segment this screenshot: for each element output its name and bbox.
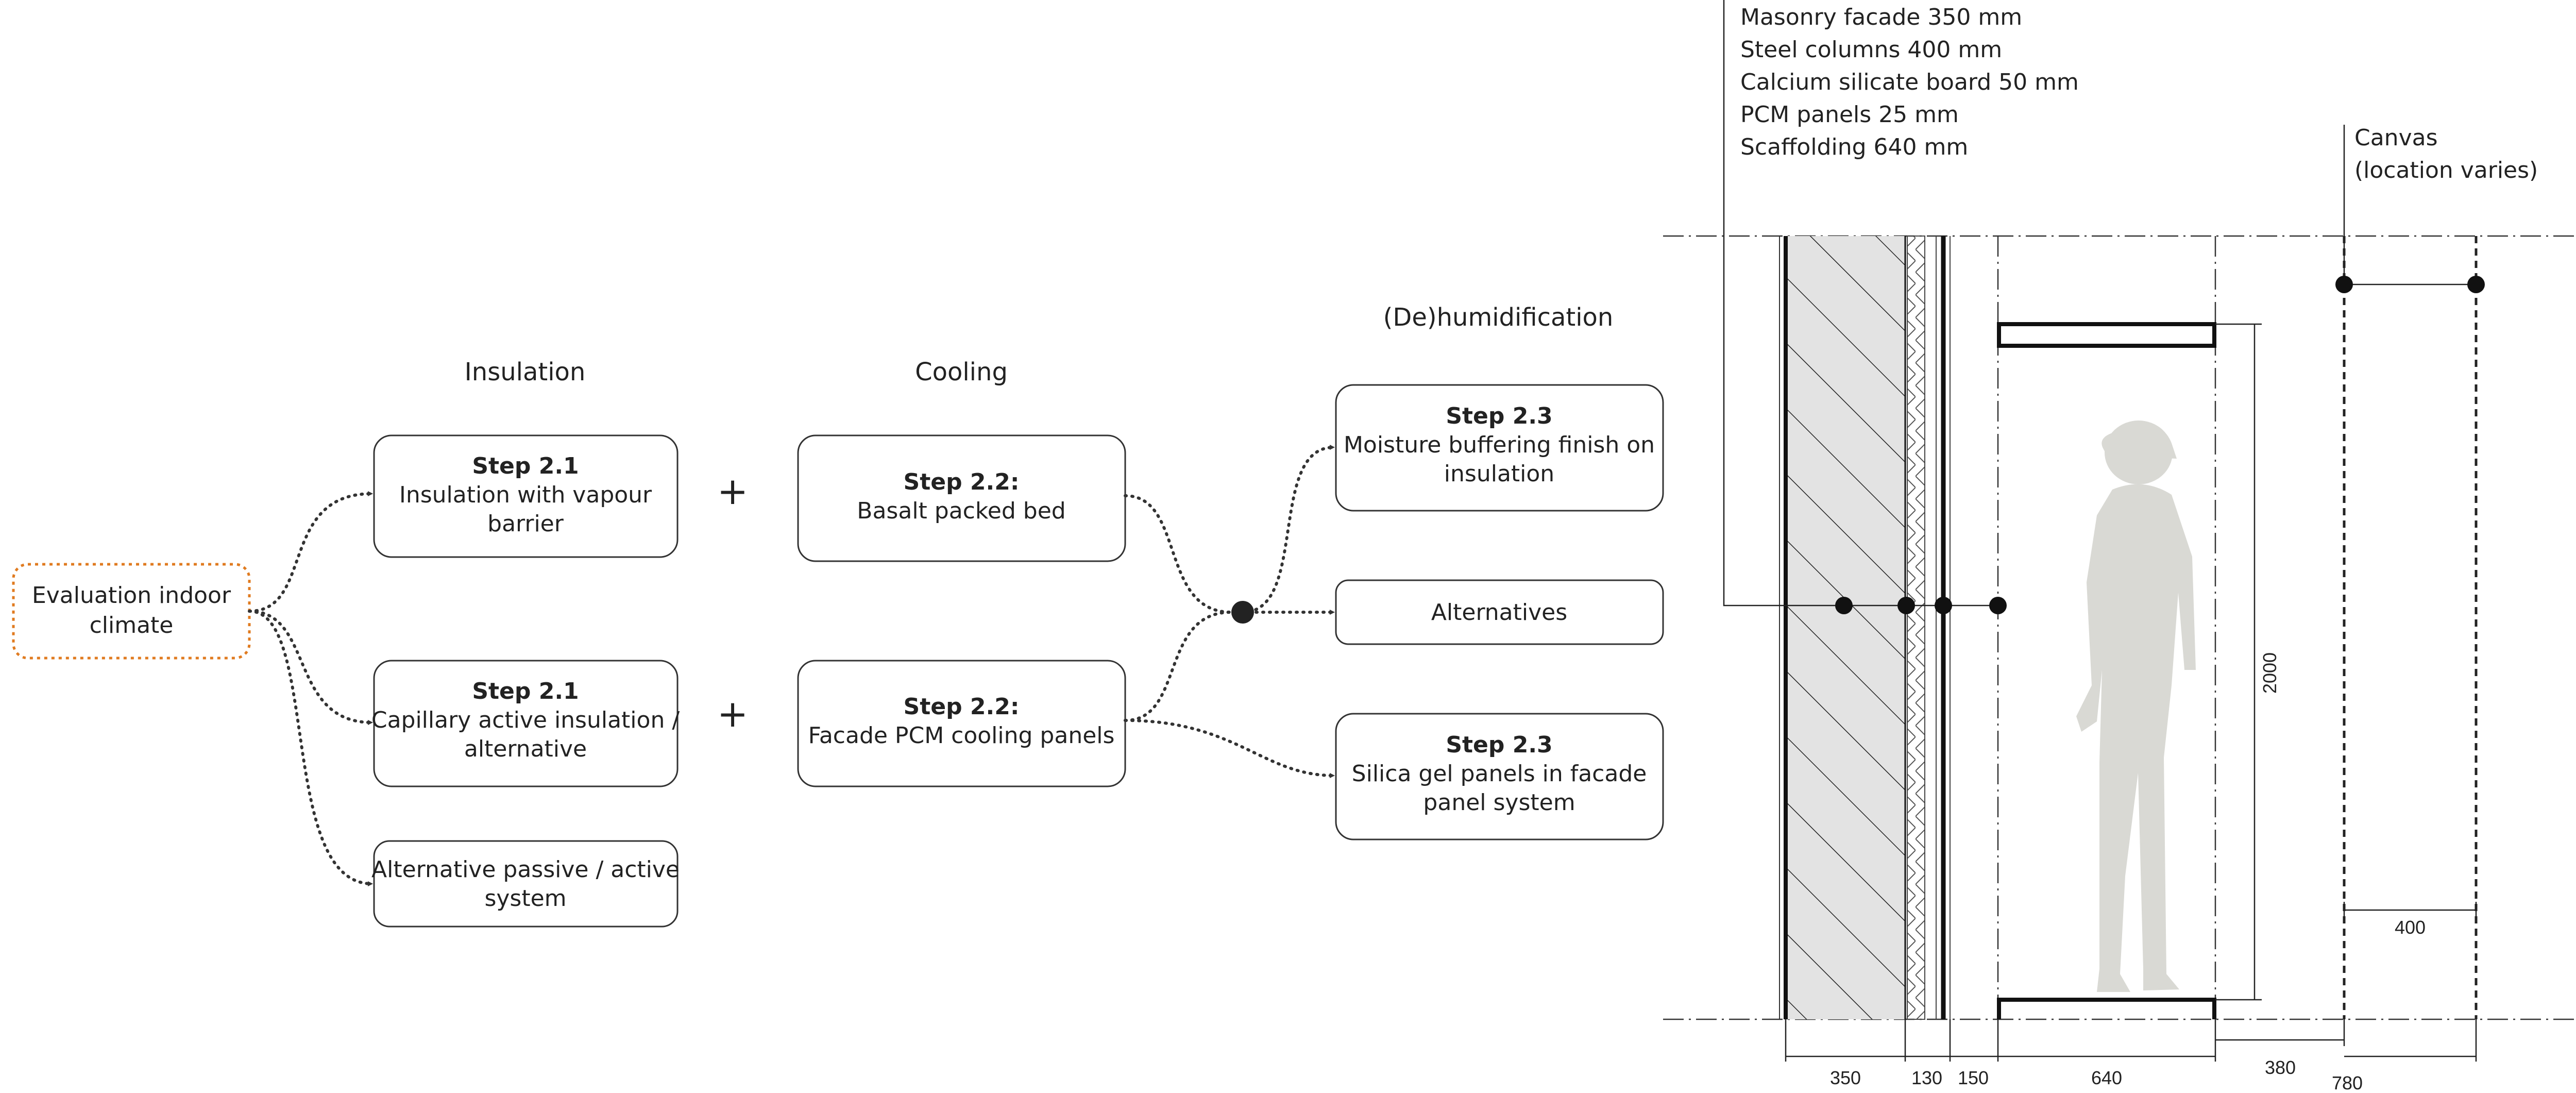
flow-diagram: Insulation Cooling (De)humidification Ev… (12, 303, 1664, 928)
box-step-2-1-capillary: Step 2.1 Capillary active insulation / a… (371, 660, 680, 787)
box-line2: system (484, 885, 566, 912)
box-line1: Alternatives (1431, 599, 1567, 626)
connector-cool1-to-hub (1124, 494, 1233, 614)
box-line2: insulation (1444, 461, 1554, 487)
box-step-2-2-basalt: Step 2.2: Basalt packed bed (797, 434, 1126, 562)
masonry-wall-hatch (1786, 236, 1905, 1019)
box-line1: Insulation with vapour (399, 482, 652, 508)
box-title: Step 2.1 (472, 453, 579, 479)
box-title: Step 2.1 (472, 678, 579, 704)
start-node-line2: climate (90, 612, 174, 638)
dim-label-2000: 2000 (2259, 652, 2280, 694)
dim-label-150: 150 (1958, 1067, 1989, 1088)
box-step-2-2-pcm: Step 2.2: Facade PCM cooling panels (797, 660, 1126, 787)
dim-label-350: 350 (1830, 1067, 1861, 1088)
legend-item: Scaffolding 640 mm (1740, 134, 1968, 160)
scaffold-board-top (1997, 322, 2216, 348)
start-node: Evaluation indoor climate (12, 563, 251, 660)
box-title: Step 2.2: (904, 469, 1020, 495)
dim-label-130: 130 (1911, 1067, 1942, 1088)
legend-item: Steel columns 400 mm (1740, 37, 2002, 63)
leader-dot (1989, 597, 2007, 614)
legend-item: PCM panels 25 mm (1740, 102, 1959, 128)
box-line2: barrier (487, 511, 564, 537)
leader-dot (1897, 597, 1915, 614)
start-node-line1: Evaluation indoor (32, 582, 231, 609)
box-line2: alternative (464, 736, 587, 762)
box-step-2-3-moisture: Step 2.3 Moisture buffering finish on in… (1335, 384, 1664, 512)
leader-dot (1935, 597, 1952, 614)
box-alternative-system: Alternative passive / active system (371, 840, 680, 928)
connector-start-to-ins2 (248, 610, 374, 725)
box-line1: Silica gel panels in facade (1352, 761, 1647, 787)
box-line1: Facade PCM cooling panels (808, 722, 1115, 749)
dim-label-640: 640 (2091, 1067, 2122, 1088)
merge-hub-node (1231, 601, 1254, 624)
material-legend: Masonry facade 350 mm Steel columns 400 … (1740, 4, 2079, 160)
box-step-2-3-silica: Step 2.3 Silica gel panels in facade pan… (1335, 713, 1664, 840)
box-title: Step 2.3 (1446, 403, 1552, 429)
box-title: Step 2.2: (904, 694, 1020, 720)
canvas-dot (2335, 276, 2353, 293)
plus-sign-top: + (717, 469, 748, 513)
box-title: Step 2.3 (1446, 732, 1552, 758)
heading-insulation: Insulation (465, 358, 586, 386)
connector-cool2-to-dh3 (1124, 719, 1335, 778)
box-line1: Moisture buffering finish on (1344, 432, 1655, 458)
legend-item: Calcium silicate board 50 mm (1740, 69, 2079, 95)
canvas-label-line2: (location varies) (2354, 157, 2538, 183)
dim-label-400: 400 (2395, 917, 2426, 938)
dim-label-380: 380 (2265, 1057, 2296, 1078)
box-alternatives: Alternatives (1335, 579, 1664, 645)
legend-item: Masonry facade 350 mm (1740, 4, 2022, 30)
connector-cool2-to-hub (1124, 611, 1233, 722)
scaffold-board-bottom (1997, 998, 2216, 1019)
heading-cooling: Cooling (915, 358, 1008, 386)
person-silhouette (2076, 421, 2196, 992)
box-line1: Basalt packed bed (857, 498, 1065, 524)
plus-sign-bottom: + (717, 692, 748, 735)
connector-hub-to-dh1 (1241, 445, 1335, 614)
connector-start-to-ins1 (248, 491, 374, 613)
leader-dot (1835, 597, 1853, 614)
canvas-label-line1: Canvas (2354, 125, 2438, 151)
canvas-dot (2467, 276, 2485, 293)
box-line1: Alternative passive / active (371, 856, 680, 883)
heading-dehumidification: (De)humidification (1383, 303, 1614, 332)
facade-section: Masonry facade 350 mm Steel columns 400 … (1663, 0, 2576, 1093)
box-step-2-1-vapour-barrier: Step 2.1 Insulation with vapour barrier (373, 434, 679, 558)
dim-label-780: 780 (2332, 1072, 2363, 1093)
calcium-silicate-board (1907, 236, 1925, 1020)
connector-start-to-ins3 (248, 610, 374, 886)
box-line1: Capillary active insulation / (371, 707, 680, 733)
box-line2: panel system (1423, 789, 1575, 816)
